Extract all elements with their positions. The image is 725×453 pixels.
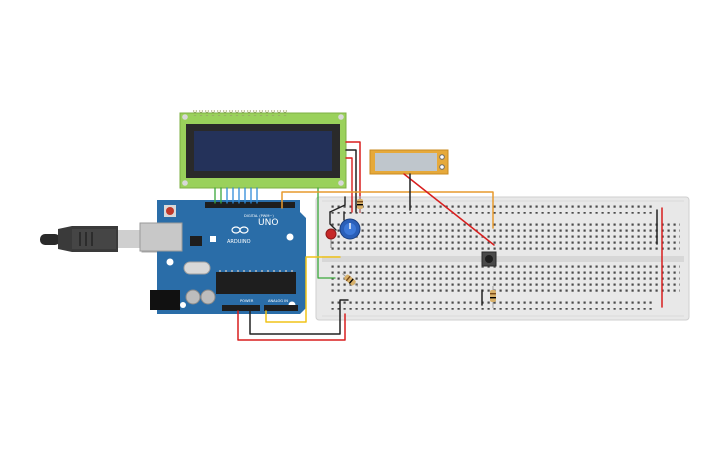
wire-analog-signal <box>265 256 341 323</box>
mount-hole <box>338 114 344 120</box>
lcd-control-wires <box>214 187 336 279</box>
analog-pin-header <box>264 305 298 311</box>
mount-hole <box>182 180 188 186</box>
wires <box>214 141 663 341</box>
wire-arduino-5v <box>237 310 346 341</box>
potentiometer[interactable] <box>339 218 361 240</box>
microcontroller-chip <box>216 272 296 294</box>
power-pin-header <box>222 305 260 311</box>
top-rail-1 <box>330 204 654 209</box>
lcd-pin-holes <box>192 110 288 116</box>
power-header-label: POWER <box>240 299 254 303</box>
digital-header <box>205 202 295 208</box>
mount-hole <box>286 233 294 241</box>
arduino-board: UNO ARDUINO DIGITAL (PWM~) POWER ANALOG … <box>139 200 306 314</box>
resistor <box>490 286 496 308</box>
wire-sensor-signal <box>281 191 494 229</box>
analog-header-label: ANALOG IN <box>268 299 288 303</box>
wire-sensor-power <box>403 173 495 246</box>
capacitor <box>185 289 201 305</box>
mount-hole <box>180 302 186 308</box>
arduino-infinity-icon <box>231 226 249 234</box>
lcd-display <box>179 110 347 189</box>
mount-hole <box>182 114 188 120</box>
led-red <box>325 228 337 248</box>
lcd-data-wires <box>226 187 258 204</box>
pushbutton-icon[interactable] <box>481 251 497 267</box>
top-rail-2 <box>330 212 654 217</box>
center-channel <box>322 256 684 262</box>
usb-jack <box>139 222 183 252</box>
wire-lcd-vcc <box>345 141 361 213</box>
mount-hole <box>338 180 344 186</box>
arduino-logo-text: ARDUINO <box>227 239 251 245</box>
wire-pot-gnd <box>329 211 337 231</box>
mount-hole <box>166 258 174 266</box>
crystal <box>183 261 211 275</box>
usb-chip <box>190 236 202 246</box>
bottom-rail-1 <box>330 300 654 305</box>
terminal-strip-lower <box>330 265 680 295</box>
wire-arduino-gnd <box>249 299 349 335</box>
digital-header-label: DIGITAL (PWM~) <box>244 214 274 218</box>
resistor <box>357 196 363 212</box>
breadboard <box>315 196 690 321</box>
bottom-rail-2 <box>330 308 654 313</box>
capacitor <box>200 289 216 305</box>
sensor-surface <box>375 153 437 171</box>
led-indicator <box>210 236 216 242</box>
terminal-strip-upper <box>330 223 680 253</box>
power-jack <box>150 290 180 310</box>
board-model-label: UNO <box>258 218 278 228</box>
piezo-sensor-icon <box>369 149 449 175</box>
lcd-screen <box>194 131 332 171</box>
resistor <box>342 273 358 287</box>
wire-lcd-backlight <box>345 157 353 213</box>
